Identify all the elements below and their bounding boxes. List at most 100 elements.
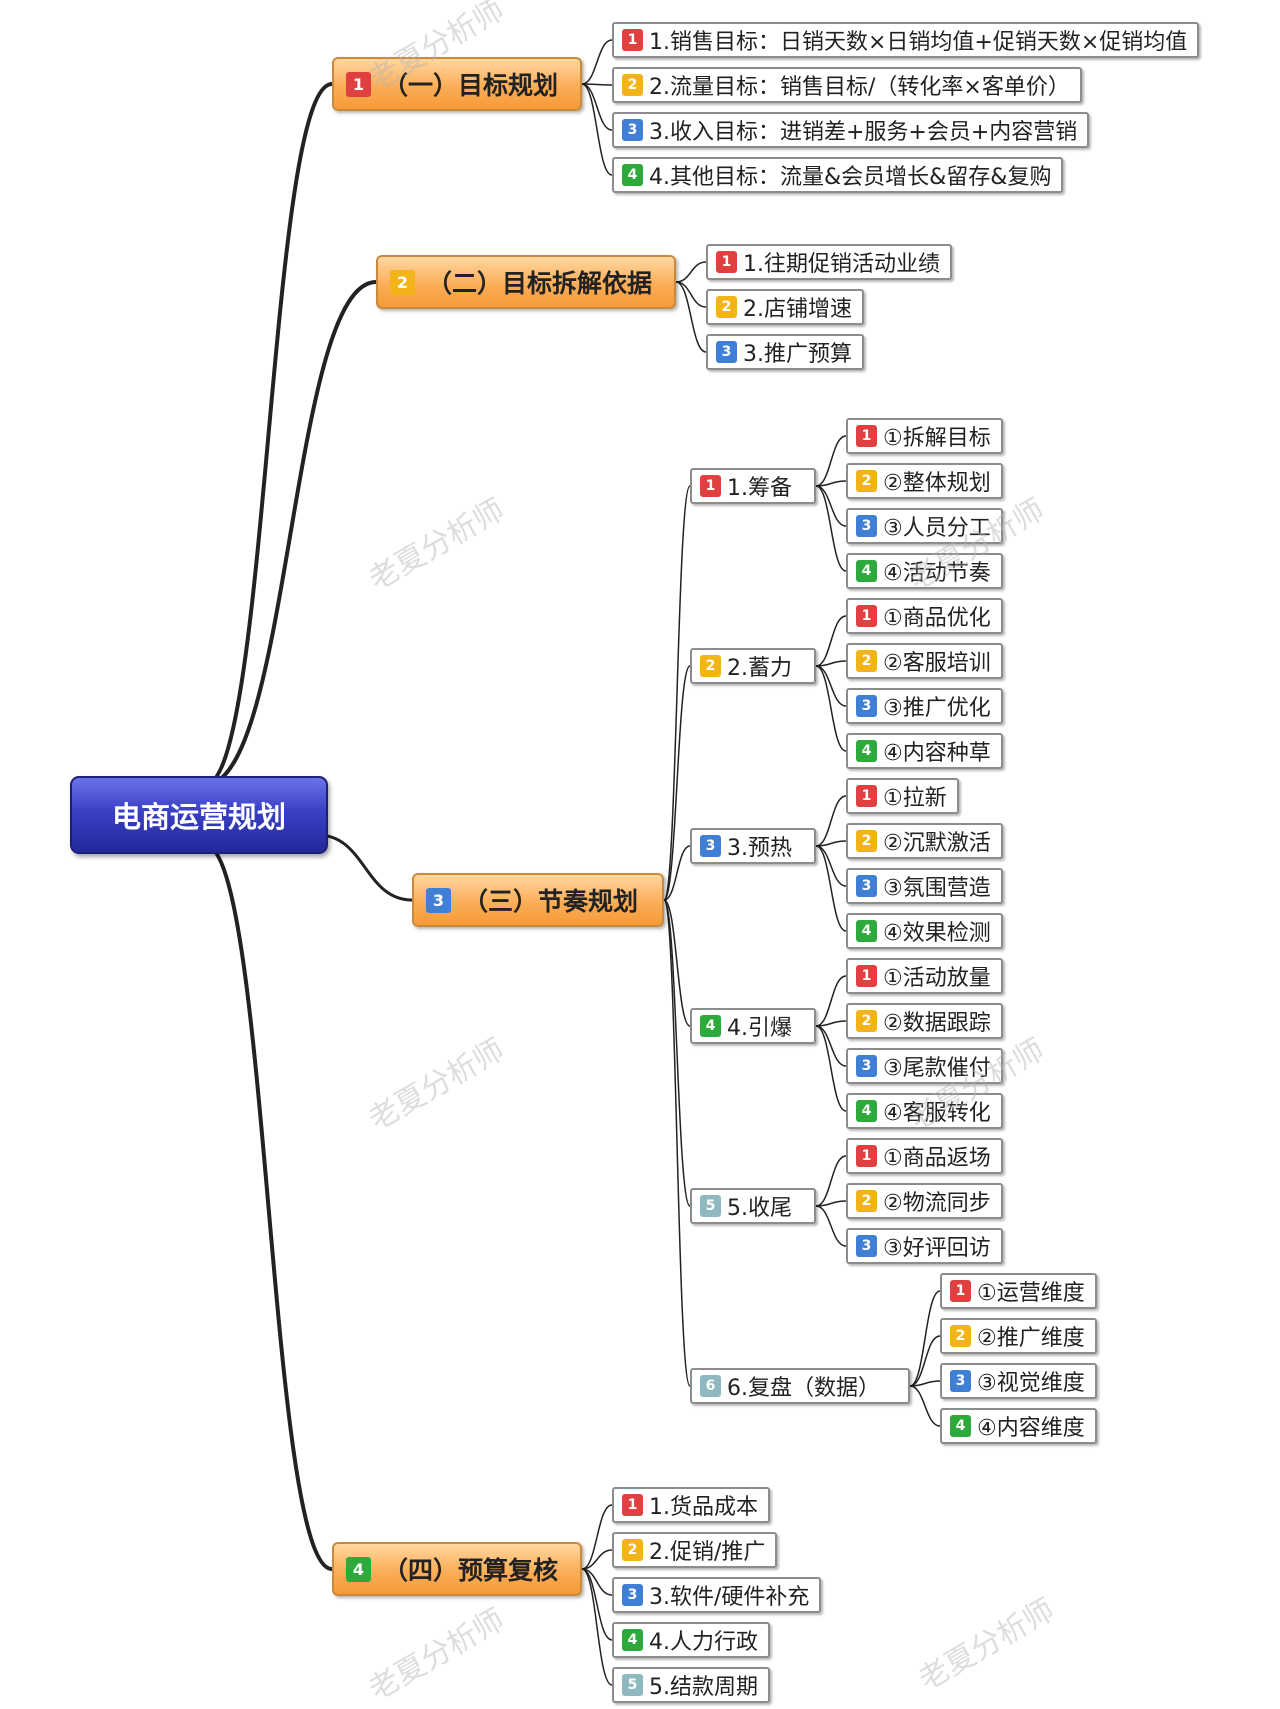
number-badge-icon: 1 [716,251,737,273]
node-label: ②物流同步 [883,1191,991,1216]
number-badge-icon: 3 [856,515,877,537]
number-badge-icon: 2 [700,655,721,677]
node-label: ①运营维度 [977,1281,1085,1306]
connector-line [815,1205,847,1247]
node-label: 3.收入目标：进销差+服务+会员+内容营销 [649,120,1078,145]
connector-line [815,485,847,572]
node-label: 2.店铺增速 [743,297,852,322]
branch-node-1: 1 （一）目标规划 [332,57,582,111]
connector-line [663,899,691,1387]
node-label: 2.流量目标：销售目标/（转化率×客单价） [649,75,1070,100]
connector-line [675,281,707,353]
number-badge-icon: 4 [856,560,877,582]
connector-line [909,1290,941,1387]
number-badge-icon: 2 [390,269,415,295]
leaf-node: 5 5.结款周期 [612,1667,770,1703]
leaf-node: 2 2.店铺增速 [706,289,864,325]
leaf-node: 4 ④内容种草 [846,733,1003,769]
connector-line [815,485,847,527]
number-badge-icon: 4 [856,920,877,942]
connector-line [663,845,691,901]
node-label: （四）预算复核 [383,1556,559,1585]
node-label: 1.销售目标：日销天数×日销均值+促销天数×促销均值 [649,30,1188,55]
node-label: ③人员分工 [883,516,991,541]
number-badge-icon: 2 [950,1325,971,1347]
sub-branch-node: 4 4.引爆 [690,1008,816,1044]
number-badge-icon: 4 [700,1015,721,1037]
branch-node-3: 3（三）节奏规划 [412,873,664,927]
node-label: 2.蓄力 [727,656,792,681]
node-label: 4.引爆 [727,1016,792,1041]
connector-line [581,1568,613,1686]
connector-line [815,1020,847,1027]
branch-node-4: 4 （四）预算复核 [332,1542,582,1596]
connector-line [317,833,413,902]
number-badge-icon: 1 [856,1145,877,1167]
number-badge-icon: 3 [622,119,643,141]
node-label: 2.促销/推广 [649,1540,766,1565]
node-label: （三）节奏规划 [463,887,639,916]
connector-line [815,665,847,752]
number-badge-icon: 5 [622,1674,643,1696]
number-badge-icon: 2 [622,1539,643,1561]
connector-line [204,82,333,787]
node-label: ④内容种草 [883,741,991,766]
node-label: 4.人力行政 [649,1630,758,1655]
connector-line [815,480,847,487]
node-label: 4.其他目标：流量&会员增长&留存&复购 [649,165,1052,190]
connector-line [663,665,691,901]
connector-line [204,843,333,1571]
leaf-node: 3 3.收入目标：进销差+服务+会员+内容营销 [612,112,1090,148]
connector-line [909,1385,941,1427]
node-label: ①活动放量 [883,966,991,991]
connector-line [581,1549,613,1570]
node-label: ④内容维度 [977,1416,1085,1441]
number-badge-icon: 4 [856,1100,877,1122]
connector-line [581,83,613,176]
connector-line [204,280,377,787]
connector-line [675,281,707,308]
number-badge-icon: 4 [346,1556,371,1582]
connector-line [581,83,613,131]
node-label: （一）目标规划 [383,71,559,100]
node-label: ③推广优化 [883,696,991,721]
node-label: 5.收尾 [727,1196,792,1221]
connector-line [663,899,691,1027]
node-label: ③尾款催付 [883,1056,991,1081]
node-label: 3.软件/硬件补充 [649,1585,810,1610]
number-badge-icon: 1 [346,71,371,97]
number-badge-icon: 2 [716,296,737,318]
node-label: ④效果检测 [883,921,991,946]
number-badge-icon: 4 [856,740,877,762]
connector-line [815,435,847,487]
connector-line [815,1025,847,1112]
node-label: 5.结款周期 [649,1675,758,1700]
connector-line [909,1380,941,1387]
